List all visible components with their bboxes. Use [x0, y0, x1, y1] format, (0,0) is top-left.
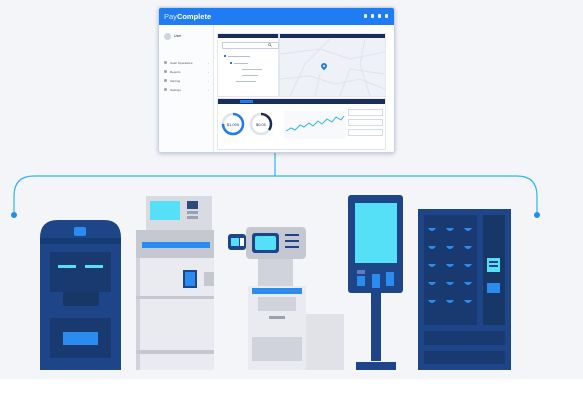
sparkline-chart — [284, 111, 346, 139]
payment-kiosk-icon — [348, 195, 403, 370]
app-logo: PayComplete — [164, 12, 211, 21]
sidebar-item-label: Reports — [170, 69, 181, 74]
endpoint-dot-right — [534, 212, 540, 218]
user-name: User — [174, 34, 182, 38]
device-tree-panel — [217, 33, 279, 97]
atm-kiosk-icon — [136, 196, 214, 370]
chevron-right-icon: › — [208, 78, 209, 83]
sidebar-item-label: Settings — [170, 87, 181, 92]
gear-icon — [164, 88, 167, 91]
cash-recycler-icon — [40, 220, 121, 370]
tree-row[interactable] — [236, 80, 256, 82]
help-icon[interactable] — [371, 14, 374, 18]
tree-node-icon — [230, 62, 232, 64]
map-streets — [280, 38, 385, 96]
sidebar-item-alerting[interactable]: Alerting › — [164, 78, 209, 84]
tree-row[interactable] — [242, 74, 258, 76]
tree-row[interactable] — [228, 55, 250, 57]
tree-row[interactable] — [234, 62, 248, 64]
sidebar-item-cash-operations[interactable]: Cash Operations › — [164, 60, 209, 66]
vending-machine-icon — [418, 209, 511, 370]
cash-icon — [164, 61, 167, 64]
brand-pay: Pay — [164, 12, 177, 21]
stat-row[interactable] — [348, 129, 383, 136]
chevron-right-icon: › — [208, 87, 209, 92]
kpi-rings — [221, 112, 273, 136]
notification-icon[interactable] — [378, 14, 381, 18]
user-icon[interactable] — [364, 14, 367, 18]
page-footer-band — [0, 379, 583, 401]
map-panel[interactable] — [279, 33, 386, 97]
tab-active[interactable] — [240, 100, 253, 103]
tree-row[interactable] — [242, 68, 262, 70]
endpoint-dot-left — [11, 212, 17, 218]
menu-icon[interactable] — [385, 14, 388, 18]
search-icon — [268, 43, 272, 47]
search-input[interactable] — [222, 42, 279, 49]
sidebar-item-reports[interactable]: Reports › — [164, 69, 209, 75]
kpi-value: $1,000 — [226, 122, 240, 127]
tree-node-icon — [224, 55, 226, 57]
tabs-bar — [218, 99, 385, 104]
stats-panel: $1,000 $0.00 — [217, 98, 386, 150]
stat-row[interactable] — [348, 119, 383, 126]
sidebar: User Cash Operations › Reports › Alerting ›… — [159, 25, 214, 152]
reports-icon — [164, 70, 167, 73]
app-header: PayComplete — [159, 8, 394, 25]
header-icons — [364, 14, 388, 18]
sidebar-item-label: Alerting — [170, 78, 181, 83]
chevron-right-icon: › — [208, 60, 209, 65]
stat-row[interactable] — [348, 109, 383, 116]
sidebar-item-label: Cash Operations — [170, 60, 193, 65]
avatar[interactable] — [164, 33, 171, 40]
brand-complete: Complete — [176, 12, 212, 21]
sidebar-item-settings[interactable]: Settings › — [164, 87, 209, 93]
kpi-value: $0.00 — [255, 122, 266, 127]
chevron-right-icon: › — [208, 69, 209, 74]
panel-header — [280, 34, 385, 38]
self-checkout-icon — [228, 227, 344, 370]
alert-icon — [164, 79, 167, 82]
panel-header — [218, 34, 278, 38]
dashboard-window: PayComplete User Cash Operations › Report… — [158, 7, 395, 153]
